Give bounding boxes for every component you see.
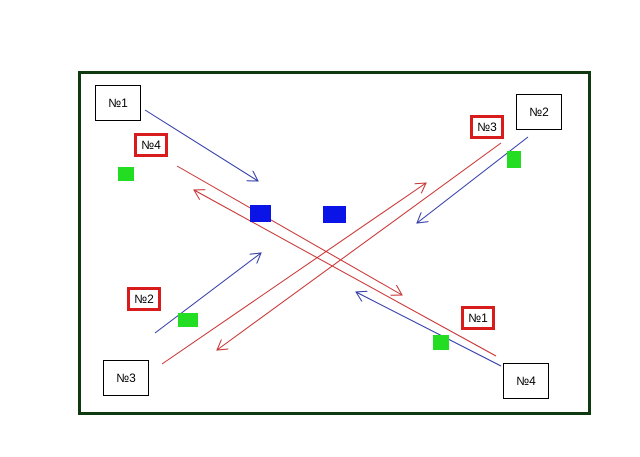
label-red-no4: №4 bbox=[134, 133, 168, 157]
label-red-no3: №3 bbox=[470, 115, 504, 139]
green-square-2 bbox=[507, 151, 521, 168]
blue-square-1 bbox=[250, 205, 271, 222]
label-red-no1: №1 bbox=[461, 306, 495, 330]
green-square-1 bbox=[118, 167, 134, 181]
label-black-no3: №3 bbox=[103, 360, 149, 396]
label-black-no1: №1 bbox=[95, 85, 141, 121]
label-red-no2: №2 bbox=[127, 287, 161, 311]
label-black-no4: №4 bbox=[503, 363, 549, 399]
green-square-4 bbox=[433, 335, 449, 350]
blue-square-2 bbox=[323, 206, 346, 223]
label-black-no2: №2 bbox=[516, 94, 562, 130]
green-square-3 bbox=[178, 313, 198, 327]
